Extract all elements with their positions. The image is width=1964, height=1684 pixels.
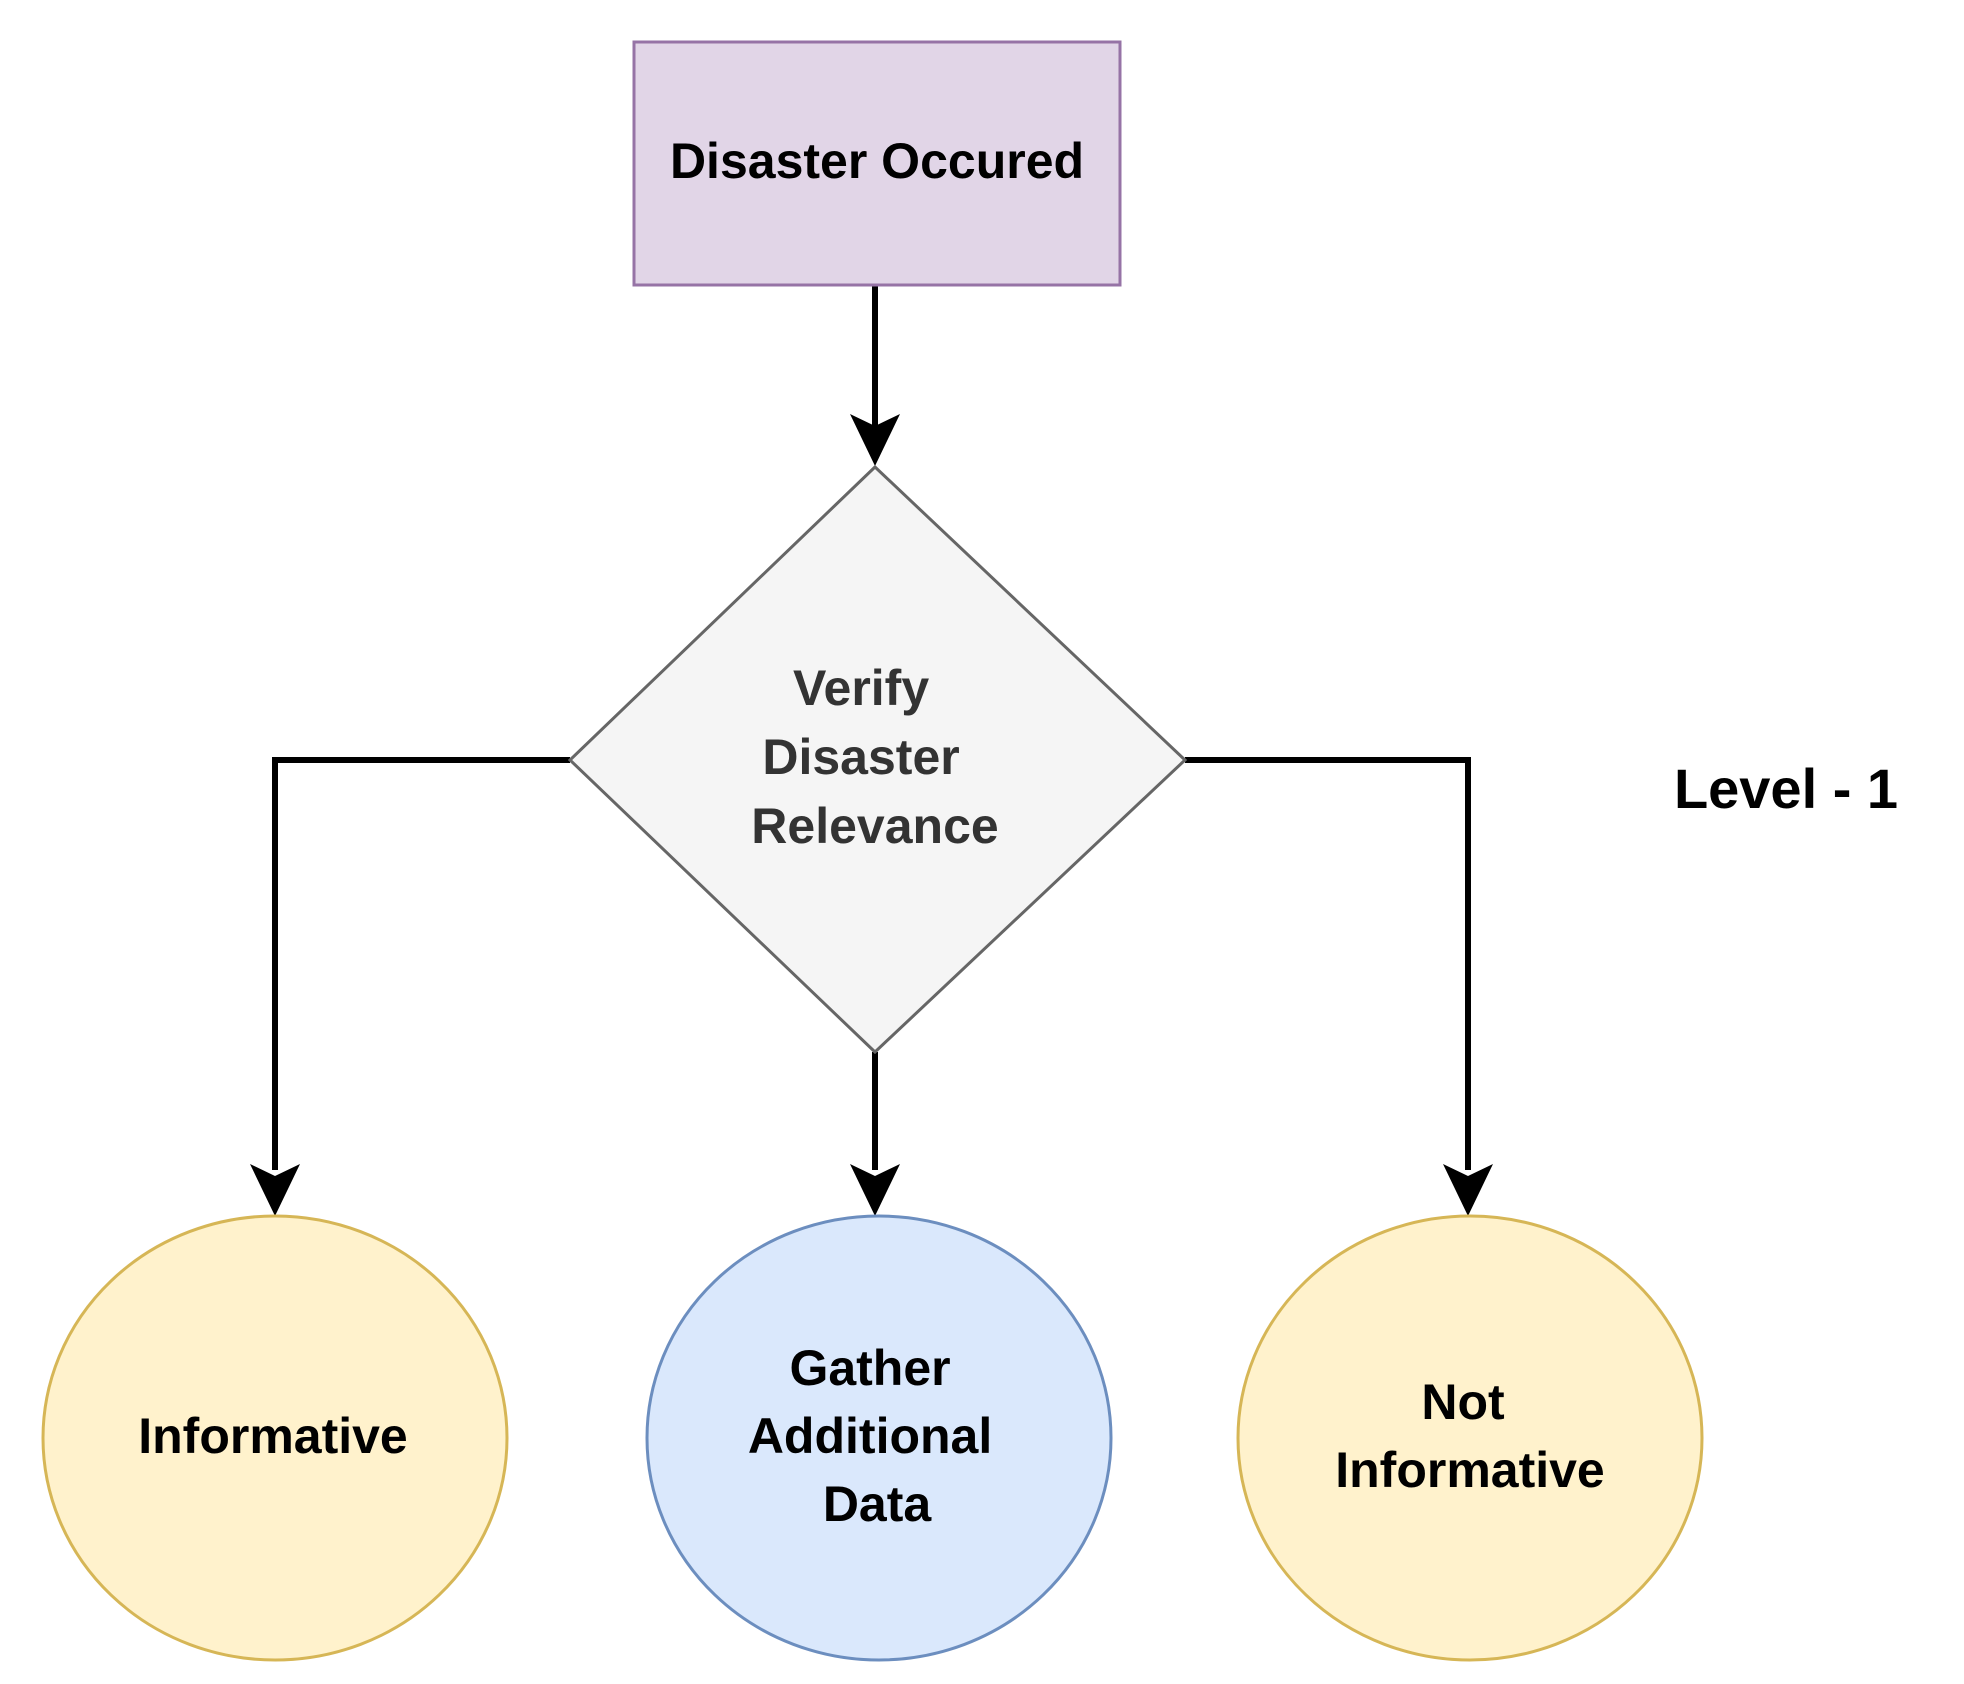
start-node: Disaster Occured [632,40,1122,287]
outcome-informative-label: Informative [138,1408,408,1464]
outcome-informative-label-line: Informative [138,1408,408,1464]
decision-node: Verify Disaster Relevance [567,464,1188,1055]
outcome-not-informative-label-line: Not [1421,1374,1505,1430]
arrowhead-to-gather-data [850,1164,900,1216]
decision-label-line: Relevance [751,798,998,854]
connectors [272,285,1471,1170]
outcome-gather-data: Gather Additional Data [645,1214,1113,1662]
outcome-gather-data-label-line: Gather [789,1340,950,1396]
level-label: Level - 1 [1674,757,1898,820]
decision-diamond [567,464,1188,1055]
arrowheads [250,414,1493,1216]
connector-decision-to-informative [272,757,570,1170]
outcome-not-informative-label: Not Informative [1335,1374,1605,1498]
start-node-label: Disaster Occured [670,133,1084,189]
arrowhead-to-not-informative [1443,1164,1493,1216]
connector-decision-to-not-informative [1185,757,1471,1170]
outcome-informative: Informative [41,1214,509,1662]
outcome-gather-data-label: Gather Additional Data [748,1340,1006,1532]
outcome-gather-data-label-line: Data [823,1476,933,1532]
outcome-informative-circle [41,1214,509,1662]
decision-label-line: Disaster [762,729,959,785]
outcome-not-informative-label-line: Informative [1335,1442,1605,1498]
outcome-gather-data-label-line: Additional [748,1408,992,1464]
start-node-box [632,40,1122,287]
decision-label-line: Verify [793,660,929,716]
decision-label: Verify Disaster Relevance [751,660,998,854]
arrowhead-to-decision [850,414,900,466]
outcome-gather-data-circle [645,1214,1113,1662]
outcome-not-informative: Not Informative [1236,1214,1704,1662]
outcome-not-informative-circle [1236,1214,1704,1662]
arrowhead-to-informative [250,1164,300,1216]
